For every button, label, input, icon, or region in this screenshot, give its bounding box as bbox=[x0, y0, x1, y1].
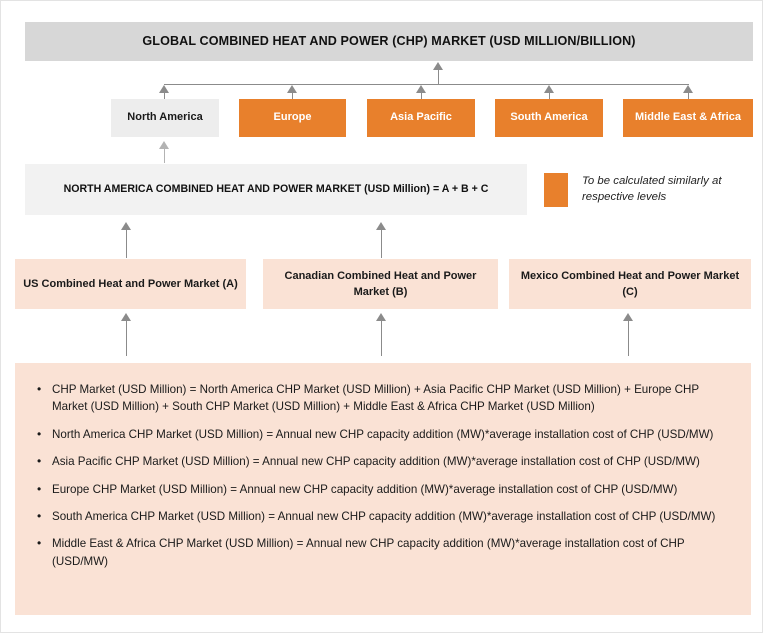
region-box-asia-pacific[interactable]: Asia Pacific bbox=[367, 99, 475, 137]
connector-formula-stem-1 bbox=[381, 320, 382, 356]
formula-item: Asia Pacific CHP Market (USD Million) = … bbox=[35, 452, 731, 470]
connector-region-stem-0 bbox=[164, 92, 165, 100]
connector-region-stem-1 bbox=[292, 92, 293, 100]
page-title: GLOBAL COMBINED HEAT AND POWER (CHP) MAR… bbox=[25, 22, 753, 61]
formula-list: CHP Market (USD Million) = North America… bbox=[35, 380, 731, 570]
connector-formula-stem-0 bbox=[126, 320, 127, 356]
formula-panel: CHP Market (USD Million) = North America… bbox=[15, 363, 751, 615]
formula-item: Middle East & Africa CHP Market (USD Mil… bbox=[35, 534, 731, 570]
connector-formula-arrow-icon-0 bbox=[121, 313, 131, 321]
connector-country-arrow-icon-0 bbox=[121, 222, 131, 230]
connector-region-stem-4 bbox=[688, 92, 689, 100]
connector-region-stem-2 bbox=[421, 92, 422, 100]
connector-title-arrow-icon bbox=[433, 62, 443, 70]
connector-title-stem bbox=[438, 69, 439, 85]
region-label-europe: Europe bbox=[273, 111, 312, 124]
country-label-canada: Canadian Combined Heat and Power Market … bbox=[284, 269, 477, 299]
region-label-north-america: North America bbox=[127, 111, 203, 124]
country-label-mexico: Mexico Combined Heat and Power Market (C… bbox=[520, 269, 740, 299]
region-label-south-america: South America bbox=[510, 111, 588, 124]
connector-region-arrow-icon-0 bbox=[159, 85, 169, 93]
connector-region-arrow-icon-4 bbox=[683, 85, 693, 93]
legend-color-swatch-icon bbox=[544, 173, 568, 207]
region-box-middle-east-africa[interactable]: Middle East & Africa bbox=[623, 99, 753, 137]
formula-item: South America CHP Market (USD Million) =… bbox=[35, 507, 731, 525]
connector-region-arrow-icon-1 bbox=[287, 85, 297, 93]
connector-country-stem-1 bbox=[381, 229, 382, 258]
region-box-north-america[interactable]: North America bbox=[111, 99, 219, 137]
connector-na-stem bbox=[164, 148, 165, 163]
legend-description: To be calculated similarly at respective… bbox=[582, 175, 722, 204]
formula-item: CHP Market (USD Million) = North America… bbox=[35, 380, 731, 416]
country-label-us: US Combined Heat and Power Market (A) bbox=[23, 277, 238, 290]
connector-formula-arrow-icon-2 bbox=[623, 313, 633, 321]
connector-region-arrow-icon-2 bbox=[416, 85, 426, 93]
formula-item: North America CHP Market (USD Million) =… bbox=[35, 425, 731, 443]
region-label-middle-east-africa: Middle East & Africa bbox=[635, 111, 741, 124]
connector-na-arrow-icon bbox=[159, 141, 169, 149]
north-america-market-label: NORTH AMERICA COMBINED HEAT AND POWER MA… bbox=[63, 182, 489, 195]
connector-country-stem-0 bbox=[126, 229, 127, 258]
connector-bus-line bbox=[164, 84, 689, 85]
connector-country-arrow-icon-1 bbox=[376, 222, 386, 230]
connector-region-stem-3 bbox=[549, 92, 550, 100]
connector-region-arrow-icon-3 bbox=[544, 85, 554, 93]
region-label-asia-pacific: Asia Pacific bbox=[390, 111, 452, 124]
connector-formula-arrow-icon-1 bbox=[376, 313, 386, 321]
region-box-europe[interactable]: Europe bbox=[239, 99, 346, 137]
country-box-mexico[interactable]: Mexico Combined Heat and Power Market (C… bbox=[509, 259, 751, 309]
country-box-us[interactable]: US Combined Heat and Power Market (A) bbox=[15, 259, 246, 309]
country-box-canada[interactable]: Canadian Combined Heat and Power Market … bbox=[263, 259, 498, 309]
connector-formula-stem-2 bbox=[628, 320, 629, 356]
north-america-market-box[interactable]: NORTH AMERICA COMBINED HEAT AND POWER MA… bbox=[25, 164, 527, 215]
region-box-south-america[interactable]: South America bbox=[495, 99, 603, 137]
formula-item: Europe CHP Market (USD Million) = Annual… bbox=[35, 480, 731, 498]
page-title-label: GLOBAL COMBINED HEAT AND POWER (CHP) MAR… bbox=[142, 33, 636, 48]
